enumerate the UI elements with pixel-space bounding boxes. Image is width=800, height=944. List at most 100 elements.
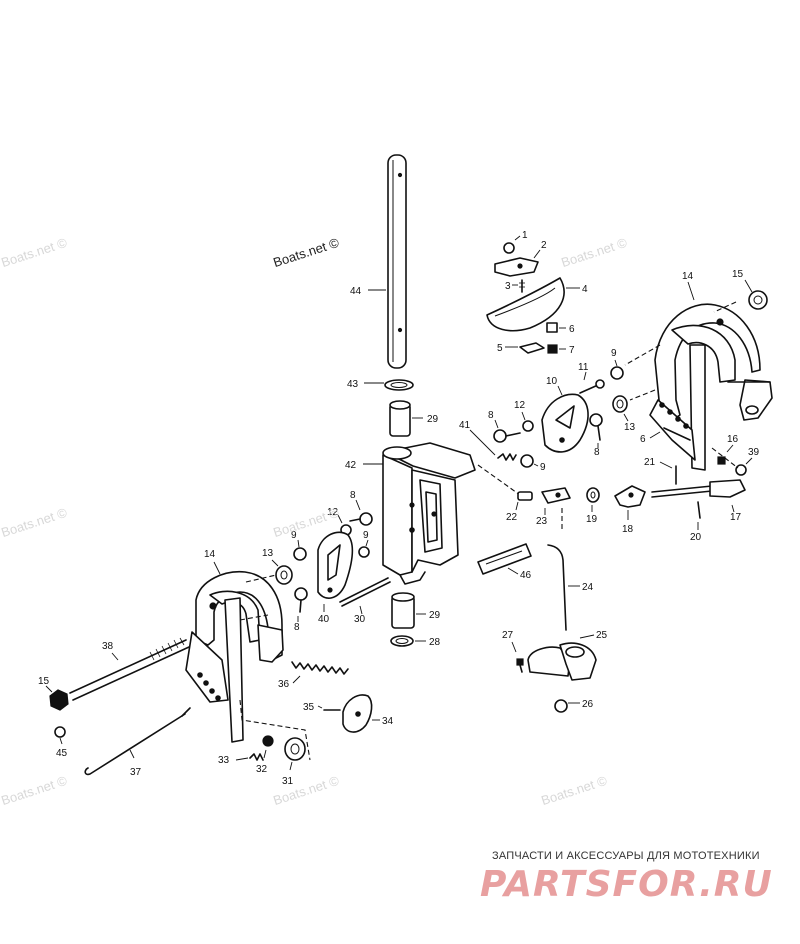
callout-3: 3 — [505, 281, 511, 292]
dash-line-34 — [239, 699, 311, 761]
nut-7: 7 — [547, 344, 575, 356]
clamp-screw-38: 38 — [69, 637, 190, 701]
callout-21: 21 — [644, 457, 656, 468]
pin-6b: 6 — [640, 427, 691, 445]
callout-29b: 29 — [429, 610, 441, 621]
spring-41: 41 — [459, 420, 517, 461]
clamp-25: 25 — [527, 630, 608, 681]
nut-26: 26 — [554, 699, 594, 713]
swivel-bracket-42: 42 — [345, 442, 476, 585]
washer-13-right: 13 — [612, 395, 636, 433]
callout-16: 16 — [727, 434, 739, 445]
callout-14b: 14 — [204, 549, 216, 560]
nut-9-left: 9 — [291, 530, 307, 561]
nut-9-center: 9 — [520, 454, 546, 473]
callout-18: 18 — [622, 524, 634, 535]
callout-45: 45 — [56, 748, 68, 759]
callout-8d: 8 — [294, 622, 300, 633]
callout-13b: 13 — [262, 548, 274, 559]
callout-32: 32 — [256, 764, 268, 775]
washer-45: 45 — [54, 726, 68, 759]
plate-5: 5 — [497, 342, 545, 354]
shift-lever-18: 18 — [614, 485, 646, 535]
knob-31: 31 — [282, 737, 306, 787]
callout-1: 1 — [522, 230, 528, 241]
callout-27: 27 — [502, 630, 514, 641]
callout-20: 20 — [690, 532, 702, 543]
bolt-8-center: 8 — [488, 410, 521, 443]
shift-rod-17: 17 — [651, 479, 746, 523]
shift-rod-24: 24 — [547, 508, 594, 631]
washer-43: 43 — [347, 379, 414, 391]
lever-34: 34 — [342, 694, 394, 733]
pin-21: 21 — [644, 457, 677, 485]
dash-line-left-2 — [239, 614, 269, 621]
dash-line-right-1 — [713, 301, 737, 313]
clamp-2: 2 — [494, 240, 547, 277]
nut-9-right: 9 — [610, 348, 624, 380]
callout-38: 38 — [102, 641, 114, 652]
callout-10: 10 — [546, 376, 558, 387]
callout-9c: 9 — [291, 530, 297, 541]
clamp-bracket-14-left: 14 — [185, 549, 284, 743]
washer-39: 39 — [735, 447, 760, 476]
decal-46: 46 — [477, 543, 532, 581]
spring-33: 33 — [218, 753, 264, 766]
plunger-22: 22 — [506, 491, 533, 523]
callout-9a: 9 — [611, 348, 617, 359]
washer-19: 19 — [586, 487, 600, 525]
callout-42: 42 — [345, 460, 357, 471]
bolt-8-left-upper: 8 — [349, 490, 373, 526]
nut-6a: 6 — [546, 322, 575, 335]
callout-39: 39 — [748, 447, 760, 458]
callout-8a: 8 — [594, 447, 600, 458]
callout-23: 23 — [536, 516, 548, 527]
callout-2: 2 — [541, 240, 547, 251]
callout-44: 44 — [350, 286, 362, 297]
washer-12-center: 12 — [514, 400, 534, 432]
spring-36: 36 — [278, 661, 349, 690]
dash-line-39 — [711, 447, 739, 469]
brand-caption: ЗАПЧАСТИ И АКСЕССУАРЫ ДЛЯ МОТОТЕХНИКИ — [492, 850, 760, 862]
dash-line-left-1 — [245, 574, 277, 583]
callout-33: 33 — [218, 755, 230, 766]
callout-6a: 6 — [569, 324, 575, 335]
brand-logo[interactable]: PARTSFOR.RU — [480, 864, 773, 905]
dash-line-right-3 — [629, 389, 656, 401]
bolt-8-right: 8 — [589, 413, 603, 458]
callout-22: 22 — [506, 512, 518, 523]
callout-15a: 15 — [732, 269, 744, 280]
shift-plate-40: 40 — [317, 531, 354, 625]
callout-40: 40 — [318, 614, 330, 625]
nut-9-left-2: 9 — [358, 530, 370, 558]
bushing-29-lower: 29 — [391, 592, 441, 629]
screw-27: 27 — [502, 630, 524, 673]
callout-8c: 8 — [350, 490, 356, 501]
callout-13a: 13 — [624, 422, 636, 433]
callout-17: 17 — [730, 512, 742, 523]
callout-9b: 9 — [540, 462, 546, 473]
callout-24: 24 — [582, 582, 594, 593]
callout-11: 11 — [578, 362, 589, 373]
callout-6b: 6 — [640, 434, 646, 445]
pin-35: 35 — [303, 702, 341, 713]
tilt-rod-37: 37 — [84, 707, 191, 778]
screw-11: 11 — [578, 362, 605, 394]
nut-1: 1 — [503, 230, 528, 254]
callout-43: 43 — [347, 379, 359, 390]
callout-12a: 12 — [514, 400, 526, 411]
callout-26: 26 — [582, 699, 594, 710]
callout-34: 34 — [382, 716, 394, 727]
link-23: 23 — [536, 487, 571, 527]
nut-32: 32 — [256, 735, 274, 775]
bushing-29-upper: 29 — [389, 400, 439, 437]
shift-plate-10: 10 — [541, 376, 589, 453]
callout-31: 31 — [282, 776, 294, 787]
nut-16: 16 — [717, 434, 739, 465]
swivel-pin-44: 44 — [350, 154, 407, 369]
callout-7: 7 — [569, 345, 575, 356]
clamp-bracket-14-right: 14 — [649, 271, 773, 471]
callout-30: 30 — [354, 614, 366, 625]
callout-29a: 29 — [427, 414, 439, 425]
